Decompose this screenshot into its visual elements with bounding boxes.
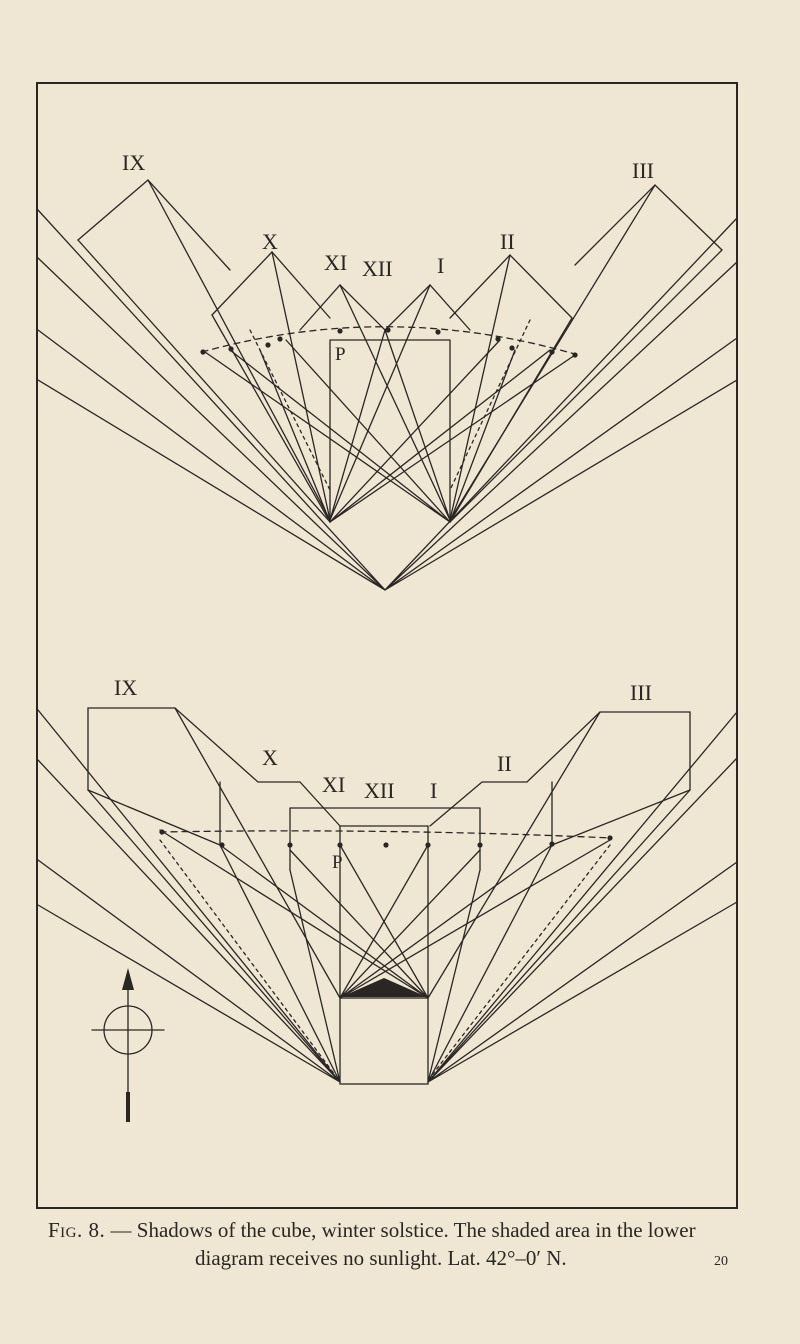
figure-frame — [36, 82, 738, 1209]
caption-line-2: diagram receives no sunlight. Lat. 42°–0… — [195, 1246, 567, 1270]
compass-needle-south — [126, 1092, 130, 1122]
upper-point-p: P — [335, 344, 346, 365]
caption-line-1: Fig. 8. — Shadows of the cube, winter so… — [40, 1216, 760, 1244]
upper-label-ix: IX — [122, 150, 145, 175]
upper-label-i: I — [437, 253, 444, 278]
page-number: 20 — [714, 1254, 728, 1269]
lower-diagram — [37, 707, 738, 1121]
lower-label-iii: III — [630, 680, 652, 705]
caption-text-1: — Shadows of the cube, winter solstice. … — [105, 1218, 696, 1242]
lower-label-xii: XII — [364, 778, 395, 803]
lower-point-p: P — [332, 852, 343, 873]
lower-label-xi: XI — [322, 772, 345, 797]
upper-label-xi: XI — [324, 250, 347, 275]
upper-label-ii: II — [500, 229, 515, 254]
lower-label-i: I — [430, 778, 437, 803]
upper-arc-points — [200, 327, 578, 358]
upper-diagram — [37, 179, 738, 591]
figure-caption: Fig. 8. — Shadows of the cube, winter so… — [40, 1216, 760, 1272]
lower-label-ix: IX — [114, 675, 137, 700]
upper-label-iii: III — [632, 158, 654, 183]
lower-arc-points — [159, 829, 613, 848]
lower-label-ii: II — [497, 751, 512, 776]
shaded-no-sun-area — [341, 978, 427, 997]
upper-label-xii: XII — [362, 256, 393, 281]
lower-label-x: X — [262, 745, 278, 770]
compass-needle-north — [122, 968, 134, 990]
lower-cube — [339, 997, 429, 1085]
figure-number: Fig. 8. — [48, 1218, 106, 1242]
upper-label-x: X — [262, 229, 278, 254]
